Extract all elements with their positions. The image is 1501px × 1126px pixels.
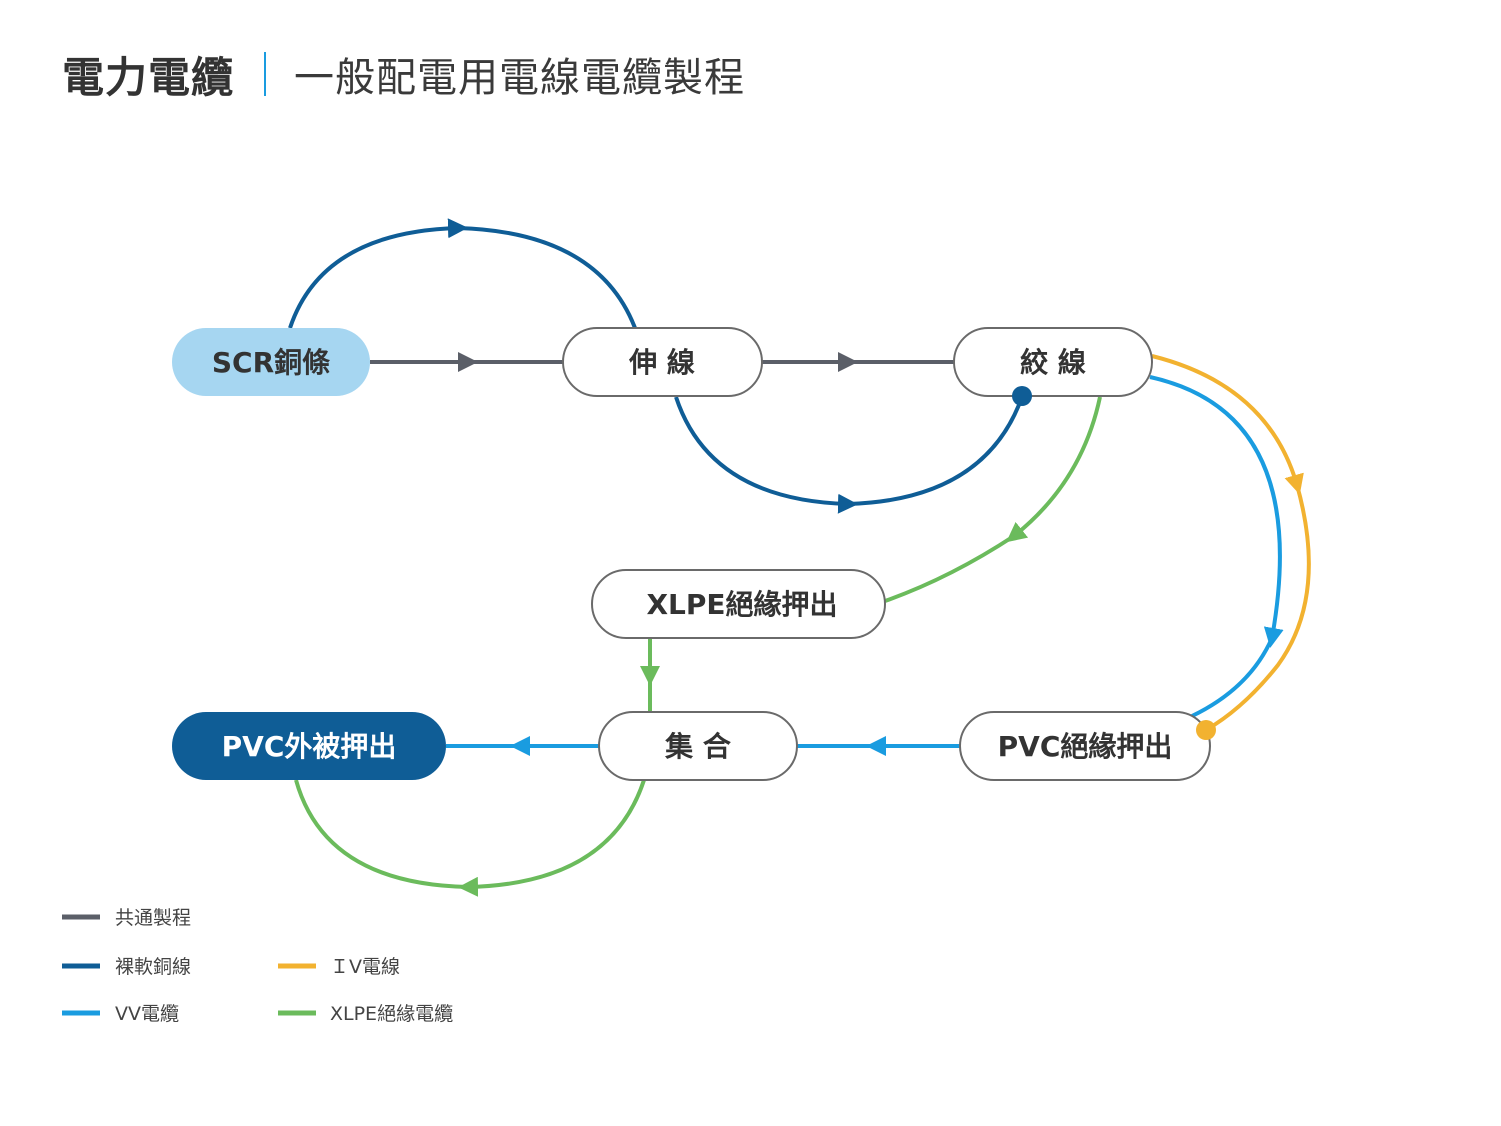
legend-item-iv: ＩV電線 <box>278 956 400 978</box>
node-xlpe-label: XLPE絕緣押出 <box>646 588 837 621</box>
node-assembly-label: 集 合 <box>664 730 732 763</box>
node-xlpe-insulation-extrusion: XLPE絕緣押出 <box>591 569 886 639</box>
edge-bare-drawing-arc <box>674 396 858 514</box>
node-assembly: 集 合 <box>598 711 798 781</box>
legend-label-xlpe: XLPE絕緣電纜 <box>330 1003 453 1025</box>
title-separator <box>264 52 267 96</box>
edge-vv-arc <box>1149 375 1284 648</box>
page-title: 電力電纜 <box>62 52 235 102</box>
legend-label-iv: ＩV電線 <box>330 956 400 978</box>
legend-label-vv: VV電纜 <box>115 1003 179 1025</box>
node-pvc-insulation-label: PVC絕緣押出 <box>998 730 1173 763</box>
node-drawing-label: 伸 線 <box>628 346 695 379</box>
bare-branch-dot <box>1012 386 1032 406</box>
edge-iv-arc <box>1151 354 1304 495</box>
legend: 共通製程 裸軟銅線 ＩV電線 VV電纜 XLPE絕緣電纜 <box>62 907 453 1025</box>
legend-label-bare: 裸軟銅線 <box>115 956 191 978</box>
edge-xlpe-assembly-arc <box>458 779 646 897</box>
legend-item-xlpe: XLPE絕緣電纜 <box>278 1003 453 1025</box>
node-pvc-insulation-extrusion: PVC絕緣押出 <box>959 711 1211 781</box>
iv-branch-dot <box>1196 720 1216 740</box>
edge-vv-arc-tail <box>1191 637 1274 718</box>
node-pvc-jacket-extrusion: PVC外被押出 <box>172 712 446 780</box>
edge-xlpe-stranding-arc <box>1006 396 1102 543</box>
edge-xlpe-assembly-arc-tail <box>294 779 469 889</box>
edge-bare-drawing-arc-tail <box>847 396 1024 506</box>
node-stranding: 絞 線 <box>953 327 1153 397</box>
node-scr-copper-rod: SCR銅條 <box>172 328 370 396</box>
node-wire-drawing: 伸 線 <box>562 327 763 397</box>
edge-bare-scr-arc <box>288 218 468 329</box>
page-subtitle: 一般配電用電線電纜製程 <box>294 55 746 101</box>
edge-iv-arc-tail <box>1204 484 1311 732</box>
header: 電力電纜 一般配電用電線電纜製程 <box>62 44 745 104</box>
legend-item-vv: VV電纜 <box>62 1003 179 1025</box>
node-stranding-label: 絞 線 <box>1020 346 1086 379</box>
legend-item-bare: 裸軟銅線 <box>62 956 191 978</box>
edge-xlpe-stranding-arc-tail <box>884 534 1016 603</box>
node-pvc-jacket-label: PVC外被押出 <box>222 730 397 763</box>
edge-bare-scr-arc-tail <box>457 226 637 329</box>
node-scr-label: SCR銅條 <box>212 346 330 379</box>
legend-label-common: 共通製程 <box>115 907 191 929</box>
legend-item-common: 共通製程 <box>62 907 191 929</box>
